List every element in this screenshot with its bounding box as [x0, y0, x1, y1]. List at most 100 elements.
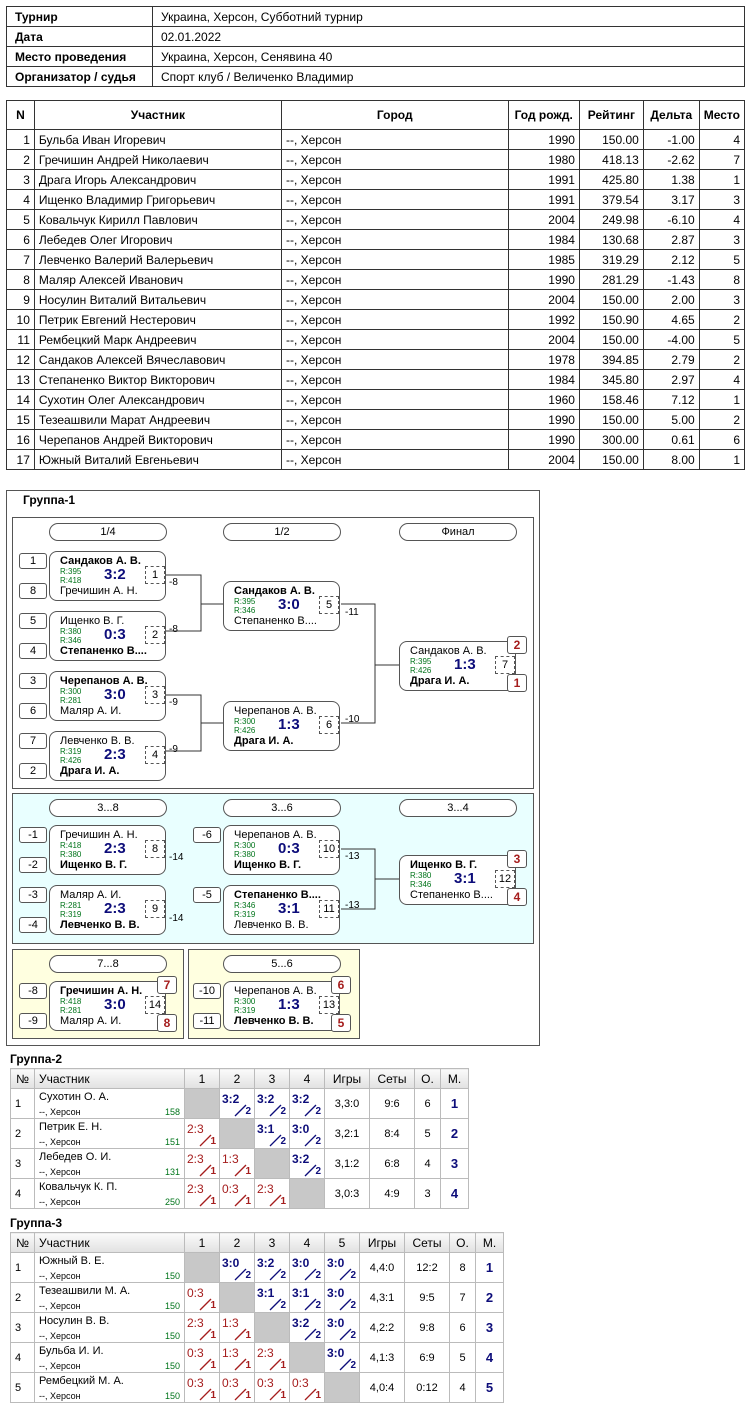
column-header[interactable]: 4: [289, 1068, 325, 1089]
table-cell: Южный Виталий Евгеньевич: [33, 449, 282, 470]
column-header[interactable]: Год рожд.: [507, 100, 580, 130]
seed-box: 7: [19, 733, 47, 749]
column-header[interactable]: 5: [324, 1232, 360, 1253]
points-cell: 3: [414, 1178, 441, 1209]
player1-rating: R:380: [410, 871, 432, 880]
info-value: Украина, Херсон, Сенявина 40: [152, 46, 745, 67]
column-header[interactable]: №: [10, 1232, 35, 1253]
row-number: 3: [10, 1148, 35, 1179]
column-header[interactable]: Рейтинг: [578, 100, 644, 130]
column-header[interactable]: 4: [289, 1232, 325, 1253]
player2-rating: R:426: [234, 726, 256, 735]
column-header[interactable]: М.: [440, 1068, 469, 1089]
table-cell: --, Херсон: [280, 389, 509, 410]
column-header[interactable]: Участник: [33, 100, 282, 130]
column-header[interactable]: Игры: [359, 1232, 405, 1253]
column-header[interactable]: Город: [280, 100, 509, 130]
table-cell: 5: [698, 249, 746, 270]
column-header[interactable]: М.: [475, 1232, 504, 1253]
match-player1: Черепанов А. В.: [234, 829, 317, 841]
column-header[interactable]: 3: [254, 1068, 290, 1089]
loss-label: -10: [345, 714, 360, 725]
column-header[interactable]: Сеты: [404, 1232, 450, 1253]
sets-cell: 9:6: [369, 1088, 415, 1119]
column-header[interactable]: О.: [449, 1232, 476, 1253]
column-header[interactable]: Участник: [34, 1232, 185, 1253]
column-header[interactable]: 2: [219, 1232, 255, 1253]
column-header[interactable]: Дельта: [642, 100, 700, 130]
player-rating: 150: [164, 1301, 180, 1311]
row-number: 5: [10, 1372, 35, 1403]
column-header[interactable]: 3: [254, 1232, 290, 1253]
column-header[interactable]: Место: [698, 100, 746, 130]
column-header[interactable]: 1: [184, 1068, 220, 1089]
table-cell: 4: [698, 209, 746, 230]
column-header[interactable]: 1: [184, 1232, 220, 1253]
result-score: 3:0: [327, 1346, 345, 1360]
column-header[interactable]: О.: [414, 1068, 441, 1089]
column-header[interactable]: 2: [219, 1068, 255, 1089]
table-cell: Черепанов Андрей Викторович: [33, 429, 282, 450]
column-header[interactable]: №: [10, 1068, 35, 1089]
column-header[interactable]: Участник: [34, 1068, 185, 1089]
column-header[interactable]: Сеты: [369, 1068, 415, 1089]
player-city: --, Херсон: [39, 1167, 81, 1177]
column-header[interactable]: N: [6, 100, 35, 130]
column-header[interactable]: Игры: [324, 1068, 370, 1089]
result-points: 1: [245, 1196, 251, 1207]
place-badge: 1: [507, 674, 527, 692]
